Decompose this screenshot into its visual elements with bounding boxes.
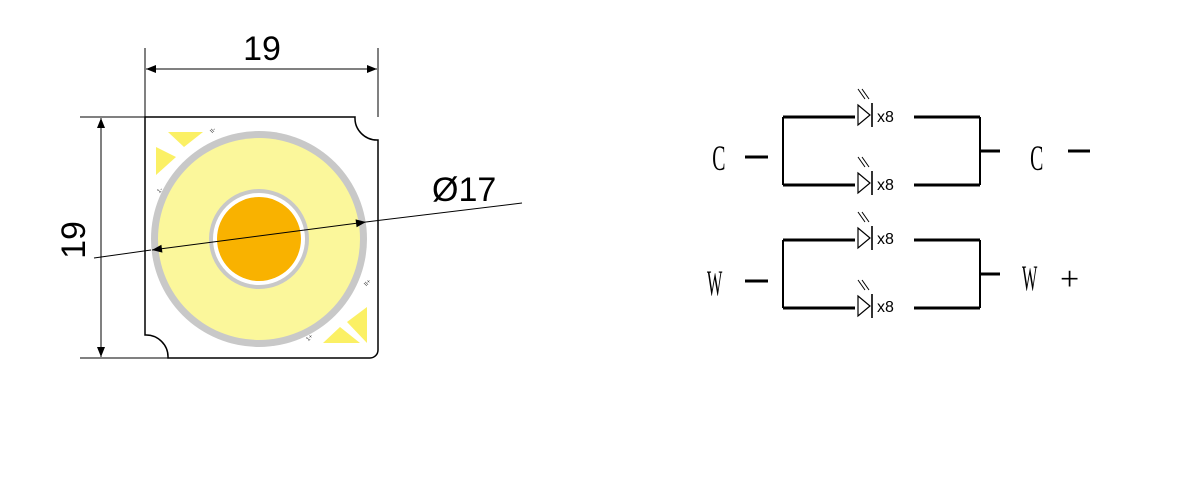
led-count-1: x8 [877,109,894,126]
terminal-w-plus-sign: + [1060,261,1079,298]
cob-package: 1- II- II+ 1+ [144,116,379,359]
led-count-3: x8 [877,231,894,248]
width-dimension: 19 [144,30,379,117]
led-count-4: x8 [877,299,894,316]
pad-mark-2-minus: II- [209,127,217,135]
bottom-led-group [745,238,1000,310]
pad-bottom-right-a [347,307,367,343]
terminal-w-right: W [1022,259,1038,299]
pad-mark-1-minus: 1- [156,187,164,195]
diameter-dimension-label: Ø17 [432,171,496,209]
pad-top-left-b [156,147,176,175]
pad-top-left-a [168,132,203,147]
terminal-c-left: C [712,139,725,179]
led-symbol-3 [857,211,873,250]
pad-mark-2-plus: II+ [363,279,372,288]
top-led-group [745,115,1090,187]
led-symbol-2 [857,156,873,195]
pad-mark-1-plus: 1+ [305,334,314,343]
height-dimension-label: 19 [55,221,93,259]
led-symbol-1 [857,88,873,127]
width-dimension-label: 19 [243,30,281,68]
terminal-w-left: W [707,264,723,304]
led-count-2: x8 [877,177,894,194]
terminal-labels: C C W W + [707,139,1079,304]
warm-white-zone [217,197,301,281]
circuit-schematic [745,88,1090,318]
pad-bottom-right-b [323,327,360,343]
height-dimension: 19 [55,116,168,359]
diameter-dimension: Ø17 [93,171,523,259]
led-count-labels: x8 x8 x8 x8 [877,109,894,316]
terminal-c-right: C [1030,139,1043,179]
led-symbol-4 [857,279,873,318]
